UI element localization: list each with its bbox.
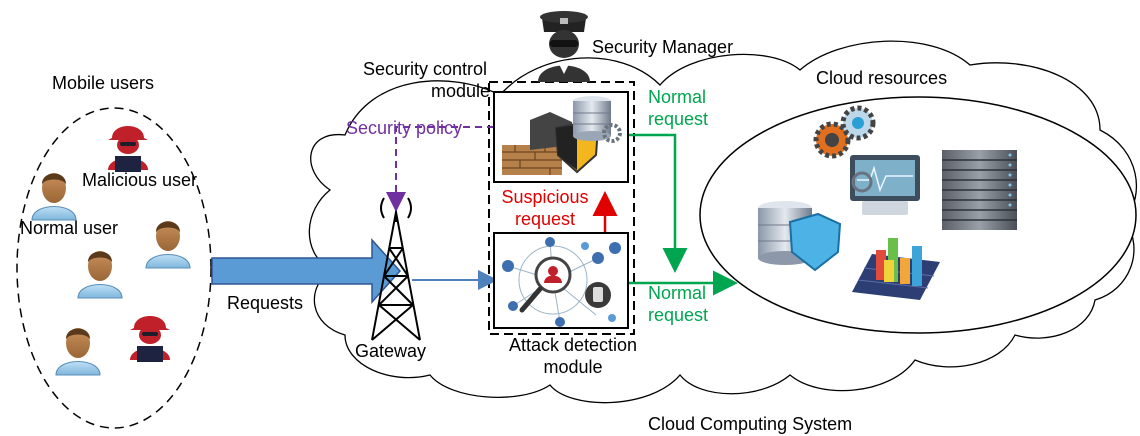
- normal-user-label: Normal user: [20, 218, 119, 238]
- suspicious-request-label-line2: request: [514, 209, 576, 229]
- normal-request-top-label: Normal request: [648, 86, 708, 130]
- security-manager-label: Security Manager: [592, 37, 734, 57]
- normal-user-2: [145, 221, 191, 269]
- normal-request-bottom-label-line1: Normal: [648, 283, 707, 303]
- server-rack-icon: [942, 150, 1017, 230]
- attack-detection-module-label: Attack detection module: [488, 334, 658, 378]
- malicious-user-2: [130, 316, 170, 362]
- requests-label: Requests: [227, 293, 304, 313]
- security-control-module-label-line1: Security control: [362, 59, 488, 79]
- mobile-users-region: [16, 107, 212, 429]
- normal-user-4: [55, 328, 101, 376]
- database-shield-icon: [758, 201, 842, 272]
- firewall-shield-database-icon: [502, 96, 622, 175]
- police-officer-icon: [538, 11, 590, 82]
- normal-request-bottom-label: Normal request: [648, 282, 708, 326]
- requests-arrow: [211, 238, 402, 304]
- security-policy-flow: [386, 126, 494, 212]
- malicious-user-label: Malicious user: [82, 170, 198, 190]
- security-control-module-label: Security control module: [360, 58, 490, 102]
- cloud-resources-region: [699, 96, 1137, 334]
- suspicious-request-label-line1: Suspicious: [501, 187, 589, 207]
- attack-detection-module-label-line2: module: [543, 357, 603, 377]
- normal-user-3: [77, 251, 123, 299]
- gateway-label: Gateway: [355, 341, 427, 361]
- malicious-user-1: [108, 126, 148, 172]
- cloud-resources-label: Cloud resources: [816, 68, 948, 88]
- bar-chart-icon: [852, 238, 940, 300]
- normal-request-top-label-line1: Normal: [648, 87, 707, 107]
- normal-request-top-label-line2: request: [648, 109, 709, 129]
- security-control-module-label-line2: module: [430, 81, 490, 101]
- mobile-users-label: Mobile users: [52, 73, 155, 93]
- attack-detection-module-label-line1: Attack detection: [508, 335, 638, 355]
- monitor-icon: [850, 155, 920, 215]
- normal-user-1: [31, 173, 77, 221]
- gears-icon: [813, 105, 876, 159]
- network-analysis-icon: [502, 237, 621, 327]
- suspicious-request-label: Suspicious request: [490, 186, 600, 230]
- security-policy-label: Security policy: [346, 118, 463, 138]
- cell-tower-icon: [371, 197, 421, 341]
- normal-request-top-flow: [628, 133, 688, 273]
- normal-request-bottom-label-line2: request: [648, 305, 709, 325]
- cloud-computing-system-label: Cloud Computing System: [648, 414, 853, 434]
